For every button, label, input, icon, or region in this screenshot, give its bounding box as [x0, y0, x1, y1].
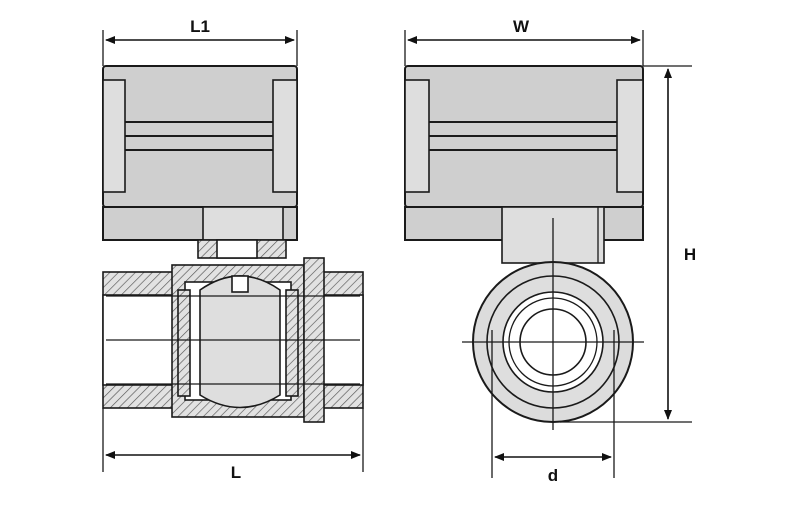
front-stem — [197, 206, 287, 259]
dimension-l-label: L — [231, 463, 241, 482]
front-actuator — [102, 65, 298, 241]
front-view: L1 L — [102, 17, 364, 482]
side-view: W H d — [404, 17, 696, 485]
dimension-l1-label: L1 — [190, 17, 210, 36]
dimension-w-label: W — [513, 17, 530, 36]
side-pipe-end — [462, 218, 644, 430]
dimension-l1: L1 — [102, 17, 298, 66]
dimension-h-label: H — [684, 245, 696, 264]
dimension-l: L — [102, 408, 364, 482]
front-valve-body — [102, 257, 364, 423]
dimension-h: H — [560, 65, 696, 423]
dimension-d: d — [491, 330, 615, 485]
dimension-w: W — [404, 17, 644, 66]
dimension-d-label: d — [548, 466, 558, 485]
